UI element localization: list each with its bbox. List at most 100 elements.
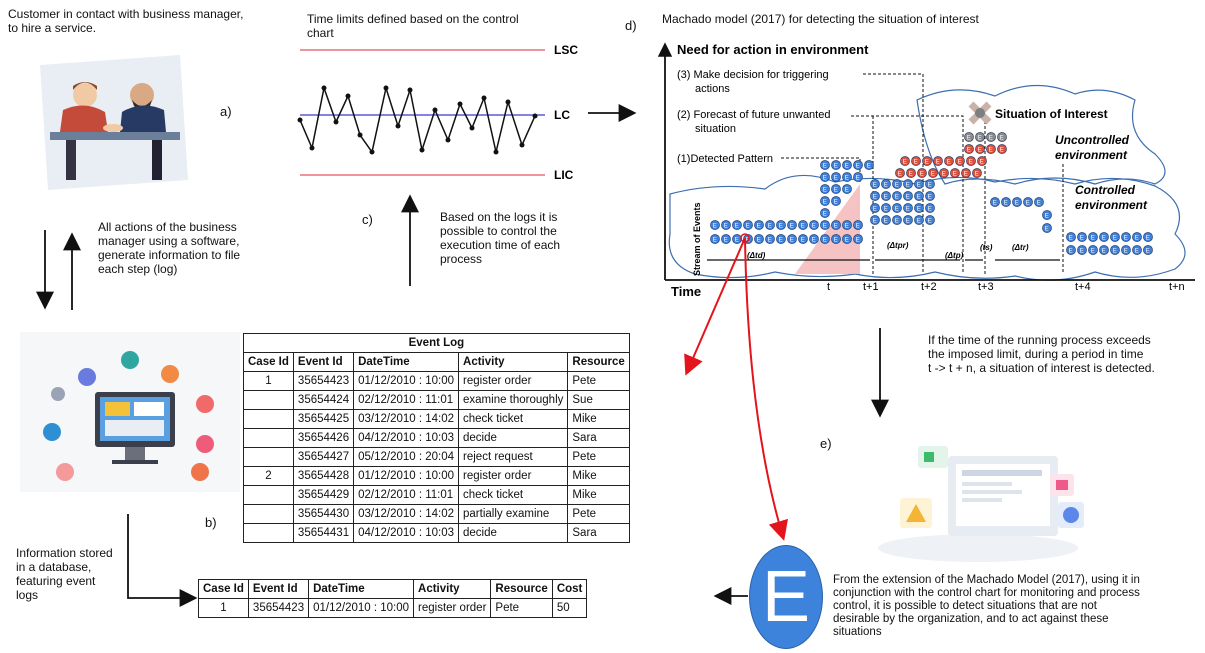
event-dot-letter: E — [1113, 235, 1117, 241]
event-dot-letter: E — [1091, 248, 1095, 254]
event-dot-letter: E — [873, 206, 877, 212]
event-dot-letter: E — [856, 237, 860, 243]
event-dot — [870, 191, 880, 201]
event-dot-letter: E — [993, 200, 997, 206]
event-dot-letter: E — [989, 135, 993, 141]
event-dot-letter: E — [964, 171, 968, 177]
event-dot-letter: E — [823, 187, 827, 193]
event-dot-letter: E — [906, 194, 910, 200]
event-dot — [1121, 232, 1131, 242]
event-dot — [820, 208, 830, 218]
stored-caption: Information stored in a database, featur… — [16, 546, 113, 602]
machado-model-diagram: Need for action in environment (3) Make … — [657, 42, 1195, 299]
cell: 35654426 — [292, 428, 355, 448]
event-dot-letter: E — [735, 223, 739, 229]
event-dot — [853, 172, 863, 182]
step-d-label: d) — [625, 18, 637, 33]
event-dot-letter: E — [884, 194, 888, 200]
controlled-line1: Controlled — [1075, 183, 1136, 197]
event-dot — [864, 160, 874, 170]
event-dot-letter: E — [1045, 213, 1049, 219]
event-dot — [914, 203, 924, 213]
event-dot — [925, 191, 935, 201]
event-dot — [1077, 232, 1087, 242]
event-dot — [881, 203, 891, 213]
event-dot-letter: E — [1091, 235, 1095, 241]
event-dot — [754, 234, 764, 244]
caption-line: chart — [307, 26, 334, 40]
caption-line: possible to control the — [440, 224, 557, 238]
caption-line: Customer in contact with business manage… — [8, 7, 244, 21]
caption-line: in a database, — [16, 560, 92, 574]
event-log-table: Event Log Case Id Event Id DateTime Acti… — [243, 333, 630, 543]
event-dot-letter: E — [713, 237, 717, 243]
event-dot-letter: E — [906, 182, 910, 188]
caption-line: generate information to file — [98, 248, 241, 262]
event-dot — [903, 191, 913, 201]
event-dot — [842, 172, 852, 182]
event-dot-letter: E — [873, 218, 877, 224]
caption-line: situations — [833, 626, 882, 638]
event-dot-letter: E — [856, 223, 860, 229]
event-dot — [1132, 232, 1142, 242]
extension-caption: From the extension of the Machado Model … — [833, 574, 1140, 639]
uncontrolled-cloud — [916, 84, 1166, 185]
actions-caption: All actions of the business manager usin… — [98, 220, 240, 276]
event-dot-letter: E — [823, 237, 827, 243]
event-dot — [820, 184, 830, 194]
arrow-storage — [127, 514, 198, 607]
event-dot-letter: E — [1069, 235, 1073, 241]
event-dot-letter: E — [834, 175, 838, 181]
event-dot — [966, 156, 976, 166]
col-header: Case Id — [243, 352, 294, 372]
col-header: Cost — [551, 579, 588, 599]
event-dot-letter: E — [801, 223, 805, 229]
cell: 35654423 — [292, 371, 355, 391]
event-dot — [842, 220, 852, 230]
event-dot-letter: E — [967, 147, 971, 153]
event-dot-letter: E — [989, 147, 993, 153]
event-dot — [853, 220, 863, 230]
event-dot — [925, 215, 935, 225]
event-dot — [1034, 197, 1044, 207]
step-c-label: c) — [362, 212, 373, 227]
event-dot — [939, 168, 949, 178]
event-dot-letter: E — [873, 182, 877, 188]
step3-line2: actions — [695, 83, 730, 95]
event-dot — [1121, 245, 1131, 255]
step2-line2: situation — [695, 123, 736, 135]
event-dot — [831, 160, 841, 170]
event-dot — [798, 220, 808, 230]
event-dot — [997, 132, 1007, 142]
event-dot — [928, 168, 938, 178]
step3-line1: (3) Make decision for triggering — [677, 69, 829, 81]
event-dot — [1077, 245, 1087, 255]
event-dot-letter: E — [953, 171, 957, 177]
tick-t4: t+4 — [1075, 281, 1091, 293]
event-dot — [820, 234, 830, 244]
event-dot-letter: E — [834, 187, 838, 193]
event-dot-letter: E — [895, 194, 899, 200]
event-dot — [1001, 197, 1011, 207]
event-dot-letter: E — [768, 223, 772, 229]
event-dot-letter: E — [967, 135, 971, 141]
event-dot-letter: E — [823, 163, 827, 169]
caption-line: Information stored — [16, 546, 113, 560]
event-dot — [975, 132, 985, 142]
event-dot — [1099, 245, 1109, 255]
event-dot-letter: E — [768, 237, 772, 243]
event-dot-letter: E — [884, 218, 888, 224]
step2-line1: (2) Forecast of future unwanted — [677, 109, 830, 121]
event-dot-letter: E — [884, 206, 888, 212]
event-dot-letter: E — [936, 159, 940, 165]
control-chart-points — [297, 85, 538, 155]
event-dot — [914, 191, 924, 201]
event-dot — [911, 156, 921, 166]
y-axis-title: Need for action in environment — [677, 42, 869, 57]
cell: decide — [458, 523, 569, 543]
event-dot-letter: E — [867, 163, 871, 169]
event-dot — [964, 144, 974, 154]
